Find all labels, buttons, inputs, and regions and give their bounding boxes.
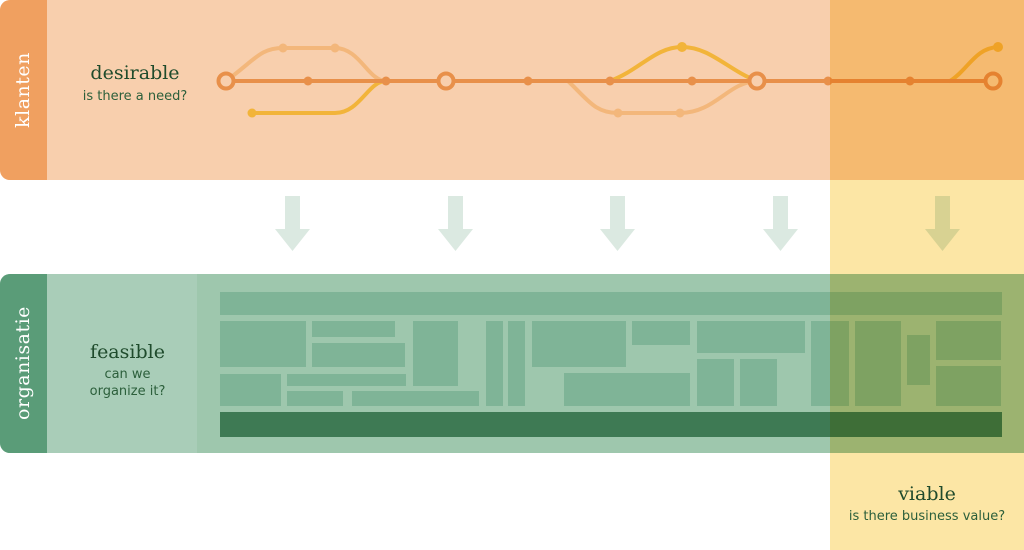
- org-block: [532, 321, 626, 367]
- org-block: [312, 321, 395, 337]
- org-block: [486, 321, 503, 406]
- organization-tab: [0, 274, 47, 453]
- down-arrow-icon: [275, 196, 310, 251]
- journey-dot: [613, 108, 623, 118]
- journey-branch-upper-1: [224, 46, 388, 83]
- org-block: [508, 321, 525, 406]
- journey-dot: [330, 43, 340, 53]
- down-arrow-icon: [600, 196, 635, 251]
- viable-question: is there business value?: [848, 509, 1006, 524]
- org-block: [287, 374, 406, 386]
- org-block: [740, 359, 777, 406]
- journey-dot: [303, 76, 313, 86]
- org-block: [312, 343, 405, 367]
- organization-text-panel: [47, 274, 197, 453]
- down-arrow-icon: [438, 196, 473, 251]
- journey-dot: [278, 43, 288, 53]
- feasible-question-line2: organize it?: [89, 384, 166, 399]
- journey-dot: [381, 76, 391, 86]
- viable-heading: viable: [898, 483, 956, 505]
- customer-tab: [0, 0, 47, 180]
- journey-branch-dots: [278, 43, 685, 118]
- desirable-question: is there a need?: [82, 89, 188, 104]
- org-block: [697, 321, 805, 353]
- org-block: [220, 374, 281, 406]
- org-block: [632, 321, 690, 345]
- org-block: [220, 321, 306, 367]
- feasible-question-line1: can we: [104, 367, 151, 382]
- journey-dot: [523, 76, 533, 86]
- journey-dot: [675, 108, 685, 118]
- journey-dot: [605, 76, 615, 86]
- org-block: [352, 391, 479, 406]
- org-block: [413, 321, 458, 386]
- journey-milestone: [436, 71, 456, 91]
- org-block: [564, 373, 690, 406]
- org-block: [220, 292, 1002, 315]
- journey-dot: [677, 42, 687, 52]
- journey-milestone: [747, 71, 767, 91]
- desirable-heading: desirable: [90, 62, 180, 84]
- feasible-heading: feasible: [90, 341, 165, 363]
- journey-milestone: [216, 71, 236, 91]
- down-arrow-icon: [763, 196, 798, 251]
- journey-dot: [247, 108, 257, 118]
- org-block: [697, 359, 734, 406]
- viable-overlay: [830, 0, 1024, 550]
- journey-dot: [687, 76, 697, 86]
- org-block: [287, 391, 343, 406]
